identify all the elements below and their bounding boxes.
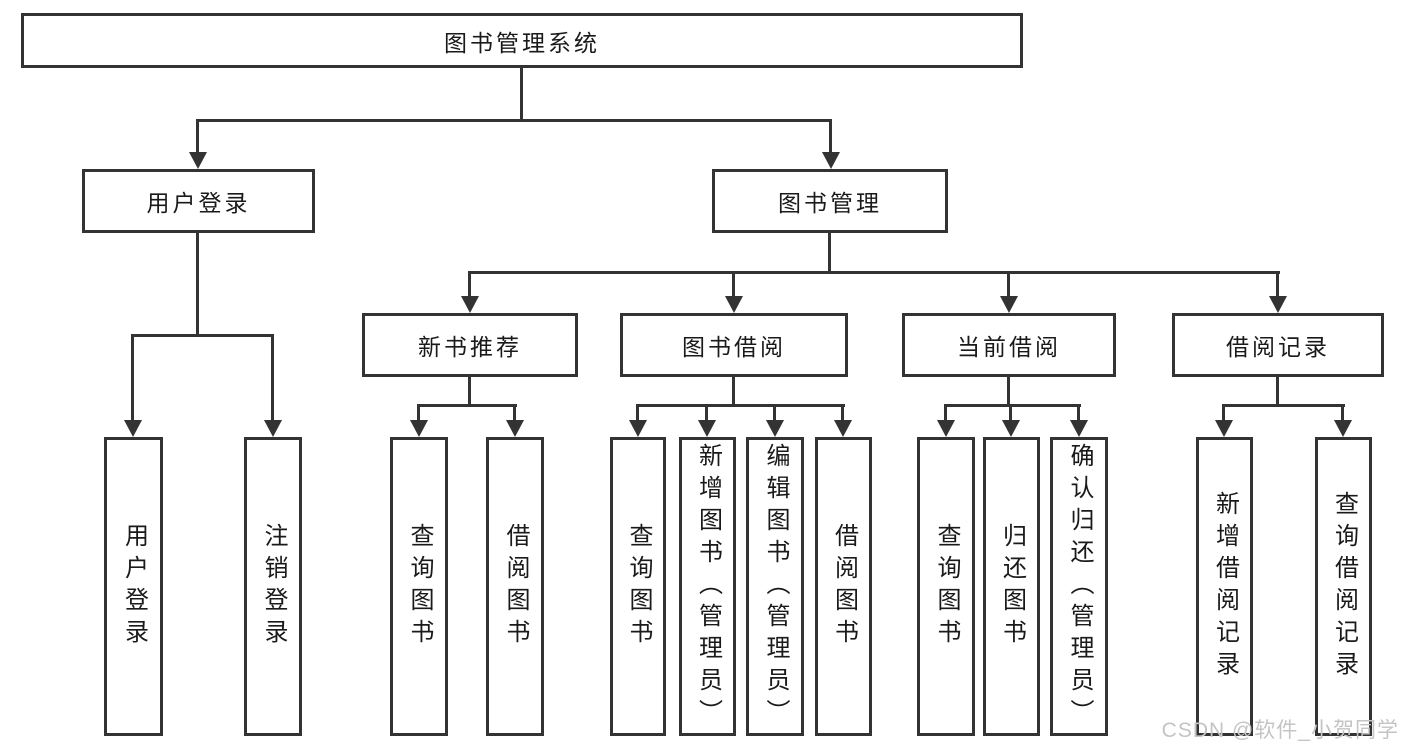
arrow-down-icon <box>766 420 784 437</box>
node-current-borrowing: 当前借阅 <box>902 313 1116 377</box>
connector-line <box>196 233 199 337</box>
connector-line <box>1222 404 1345 407</box>
node-label: 用户登录 <box>146 190 251 216</box>
leaf-logout: 注销登录 <box>244 437 302 736</box>
leaf-add-books-admin: 新增图书（管理员） <box>679 437 736 736</box>
leaf-return-books: 归还图书 <box>983 437 1040 736</box>
leaf-label: 查询图书 <box>406 522 433 651</box>
arrow-down-icon <box>822 152 840 169</box>
arrow-down-icon <box>1002 420 1020 437</box>
node-label: 新书推荐 <box>418 334 522 360</box>
leaf-label: 借阅图书 <box>830 522 858 651</box>
leaf-label: 借阅图书 <box>502 522 529 651</box>
connector-line <box>520 68 523 122</box>
leaf-query-books-recommend: 查询图书 <box>390 437 448 736</box>
arrow-down-icon <box>189 152 207 169</box>
connector-line <box>1341 404 1344 422</box>
connector-line <box>705 404 708 422</box>
node-user-login: 用户登录 <box>82 169 315 233</box>
leaf-label: 查询图书 <box>933 522 960 651</box>
connector-line <box>841 404 844 422</box>
leaf-borrow-books-recommend: 借阅图书 <box>486 437 544 736</box>
node-label: 图书管理 <box>778 190 882 216</box>
arrow-down-icon <box>264 420 282 437</box>
node-borrowing-records: 借阅记录 <box>1172 313 1384 377</box>
leaf-add-borrow-record: 新增借阅记录 <box>1196 437 1253 736</box>
connector-line <box>944 404 947 422</box>
arrow-down-icon <box>1334 420 1352 437</box>
connector-line <box>636 404 845 407</box>
leaf-confirm-return-admin: 确认归还（管理员） <box>1050 437 1108 736</box>
connector-line <box>196 119 832 122</box>
arrow-down-icon <box>506 420 524 437</box>
connector-line <box>196 119 199 155</box>
leaf-label: 查询借阅记录 <box>1330 490 1358 683</box>
connector-line <box>468 271 1280 274</box>
connector-line <box>513 404 516 422</box>
arrow-down-icon <box>1000 296 1018 313</box>
connector-line <box>1276 271 1279 298</box>
connector-line <box>131 334 274 337</box>
leaf-label: 查询图书 <box>625 522 652 651</box>
leaf-user-login: 用户登录 <box>104 437 163 736</box>
node-label: 图书借阅 <box>682 334 786 360</box>
connector-line <box>1222 404 1225 422</box>
node-new-book-recommendation: 新书推荐 <box>362 313 578 377</box>
leaf-query-borrow-record: 查询借阅记录 <box>1315 437 1372 736</box>
leaf-edit-books-admin: 编辑图书（管理员） <box>746 437 804 736</box>
leaf-query-books-current: 查询图书 <box>917 437 975 736</box>
connector-line <box>468 377 471 407</box>
leaf-borrow-books: 借阅图书 <box>815 437 872 736</box>
connector-line <box>468 271 471 298</box>
arrow-down-icon <box>124 420 142 437</box>
connector-line <box>1009 404 1012 422</box>
arrow-down-icon <box>1269 296 1287 313</box>
arrow-down-icon <box>698 420 716 437</box>
arrow-down-icon <box>1070 420 1088 437</box>
connector-line <box>417 404 517 407</box>
leaf-query-books-borrowing: 查询图书 <box>610 437 666 736</box>
node-label: 当前借阅 <box>957 334 1061 360</box>
connector-line <box>829 119 832 155</box>
csdn-watermark: CSDN @软件_小贺同学 <box>1161 719 1399 742</box>
leaf-label: 新增借阅记录 <box>1211 490 1239 683</box>
connector-line <box>773 404 776 422</box>
node-book-borrowing: 图书借阅 <box>620 313 848 377</box>
connector-line <box>1007 377 1010 407</box>
connector-line <box>732 271 735 298</box>
arrow-down-icon <box>834 420 852 437</box>
node-book-management: 图书管理 <box>712 169 948 233</box>
node-root-library-management-system: 图书管理系统 <box>21 13 1023 68</box>
connector-line <box>1276 377 1279 407</box>
connector-line <box>732 377 735 407</box>
leaf-label: 新增图书（管理员） <box>694 442 722 731</box>
connector-line <box>828 233 831 274</box>
connector-line <box>944 404 1081 407</box>
arrow-down-icon <box>461 296 479 313</box>
leaf-label: 编辑图书（管理员） <box>762 442 789 731</box>
arrow-down-icon <box>1215 420 1233 437</box>
arrow-down-icon <box>725 296 743 313</box>
connector-line <box>417 404 420 422</box>
connector-line <box>271 334 274 422</box>
connector-line <box>131 334 134 422</box>
connector-line <box>1007 271 1010 298</box>
node-label: 图书管理系统 <box>444 29 600 56</box>
arrow-down-icon <box>937 420 955 437</box>
leaf-label: 用户登录 <box>120 522 148 651</box>
arrow-down-icon <box>410 420 428 437</box>
node-label: 借阅记录 <box>1226 334 1330 360</box>
connector-line <box>1077 404 1080 422</box>
leaf-label: 注销登录 <box>260 522 287 651</box>
leaf-label: 确认归还（管理员） <box>1066 442 1093 731</box>
arrow-down-icon <box>629 420 647 437</box>
connector-line <box>636 404 639 422</box>
leaf-label: 归还图书 <box>998 522 1026 651</box>
